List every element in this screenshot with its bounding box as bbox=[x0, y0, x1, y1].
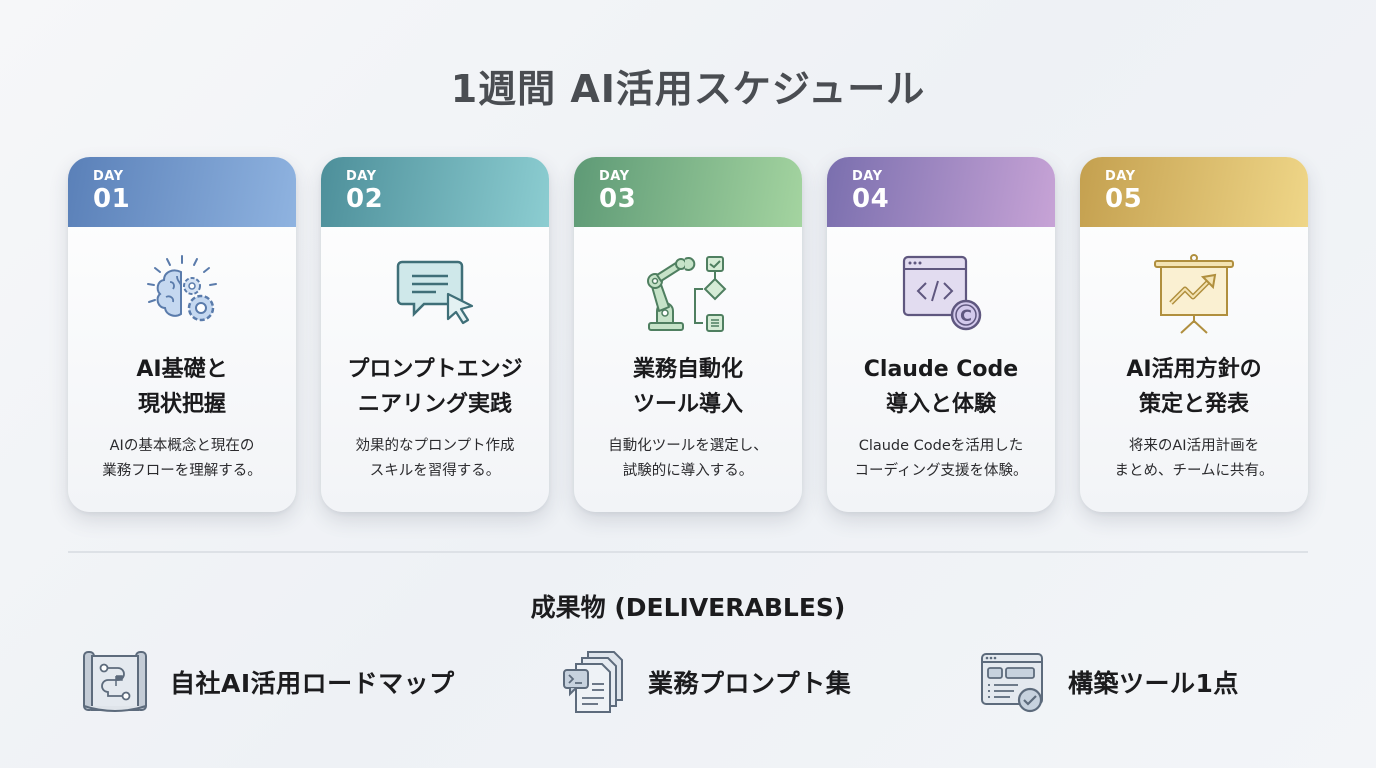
prompt-documents-icon bbox=[558, 648, 628, 716]
deliverable-prompts: 業務プロンプト集 bbox=[558, 648, 851, 716]
day-label: DAY bbox=[93, 169, 124, 184]
day-title: Claude Code 導入と体験 bbox=[863, 357, 1019, 417]
day-card-header: DAY 05 bbox=[1080, 157, 1308, 227]
day-description: AIの基本概念と現在の 業務フローを理解する。 bbox=[102, 438, 262, 479]
section-divider bbox=[68, 551, 1308, 553]
day-card-03: DAY 03 bbox=[574, 157, 802, 512]
day-label: DAY bbox=[599, 169, 630, 184]
day-number: 04 bbox=[852, 184, 890, 214]
day-title: AI基礎と 現状把握 bbox=[136, 357, 228, 417]
svg-text:C: C bbox=[960, 306, 972, 325]
roadmap-icon bbox=[80, 648, 150, 716]
chat-cursor-icon bbox=[321, 249, 549, 339]
schedule-cards: DAY 01 AI基礎と 現状把握 AIの基本概念と現在の 業務フローを理解する… bbox=[68, 157, 1308, 512]
deliverable-label: 業務プロンプト集 bbox=[648, 669, 852, 698]
day-title: プロンプトエンジ ニアリング実践 bbox=[347, 357, 523, 417]
day-description: Claude Codeを活用した コーディング支援を体験。 bbox=[854, 438, 1028, 479]
day-description: 将来のAI活用計画を まとめ、チームに共有。 bbox=[1114, 438, 1274, 479]
day-card-05: DAY 05 AI活用方針の 策定と発表 将来のAI活用計画を まとめ、チームに… bbox=[1080, 157, 1308, 512]
deliverables-title: 成果物 (DELIVERABLES) bbox=[530, 593, 846, 622]
day-card-header: DAY 01 bbox=[68, 157, 296, 227]
day-description: 自動化ツールを選定し、 試験的に導入する。 bbox=[608, 438, 768, 479]
day-title: 業務自動化 ツール導入 bbox=[632, 357, 743, 417]
day-card-02: DAY 02 プロンプトエンジ ニアリング実践 効果的なプロンプト作成 スキルを… bbox=[321, 157, 549, 512]
day-label: DAY bbox=[346, 169, 377, 184]
page-title: 1週間 AI活用スケジュール bbox=[450, 67, 926, 111]
day-card-header: DAY 04 bbox=[827, 157, 1055, 227]
day-number: 03 bbox=[599, 184, 637, 214]
day-card-01: DAY 01 AI基礎と 現状把握 AIの基本概念と現在の 業務フローを理解する… bbox=[68, 157, 296, 512]
day-number: 05 bbox=[1105, 184, 1143, 214]
brain-gear-icon bbox=[68, 249, 296, 339]
deliverable-tool: 構築ツール1点 bbox=[978, 648, 1239, 716]
robot-arm-flow-icon bbox=[574, 249, 802, 339]
code-window-icon: C bbox=[827, 249, 1055, 339]
deliverable-roadmap: 自社AI活用ロードマップ bbox=[80, 648, 455, 716]
day-card-header: DAY 02 bbox=[321, 157, 549, 227]
day-label: DAY bbox=[852, 169, 883, 184]
deliverable-label: 自社AI活用ロードマップ bbox=[170, 669, 455, 698]
day-label: DAY bbox=[1105, 169, 1136, 184]
presentation-chart-icon bbox=[1080, 249, 1308, 339]
day-description: 効果的なプロンプト作成 スキルを習得する。 bbox=[355, 438, 515, 479]
day-card-header: DAY 03 bbox=[574, 157, 802, 227]
day-card-04: DAY 04 C Claude Code 導入と体験 Claude Codeを活… bbox=[827, 157, 1055, 512]
day-title: AI活用方針の 策定と発表 bbox=[1126, 357, 1262, 417]
day-number: 02 bbox=[346, 184, 384, 214]
day-number: 01 bbox=[93, 184, 131, 214]
deliverable-label: 構築ツール1点 bbox=[1068, 669, 1239, 698]
app-check-icon bbox=[978, 648, 1048, 716]
